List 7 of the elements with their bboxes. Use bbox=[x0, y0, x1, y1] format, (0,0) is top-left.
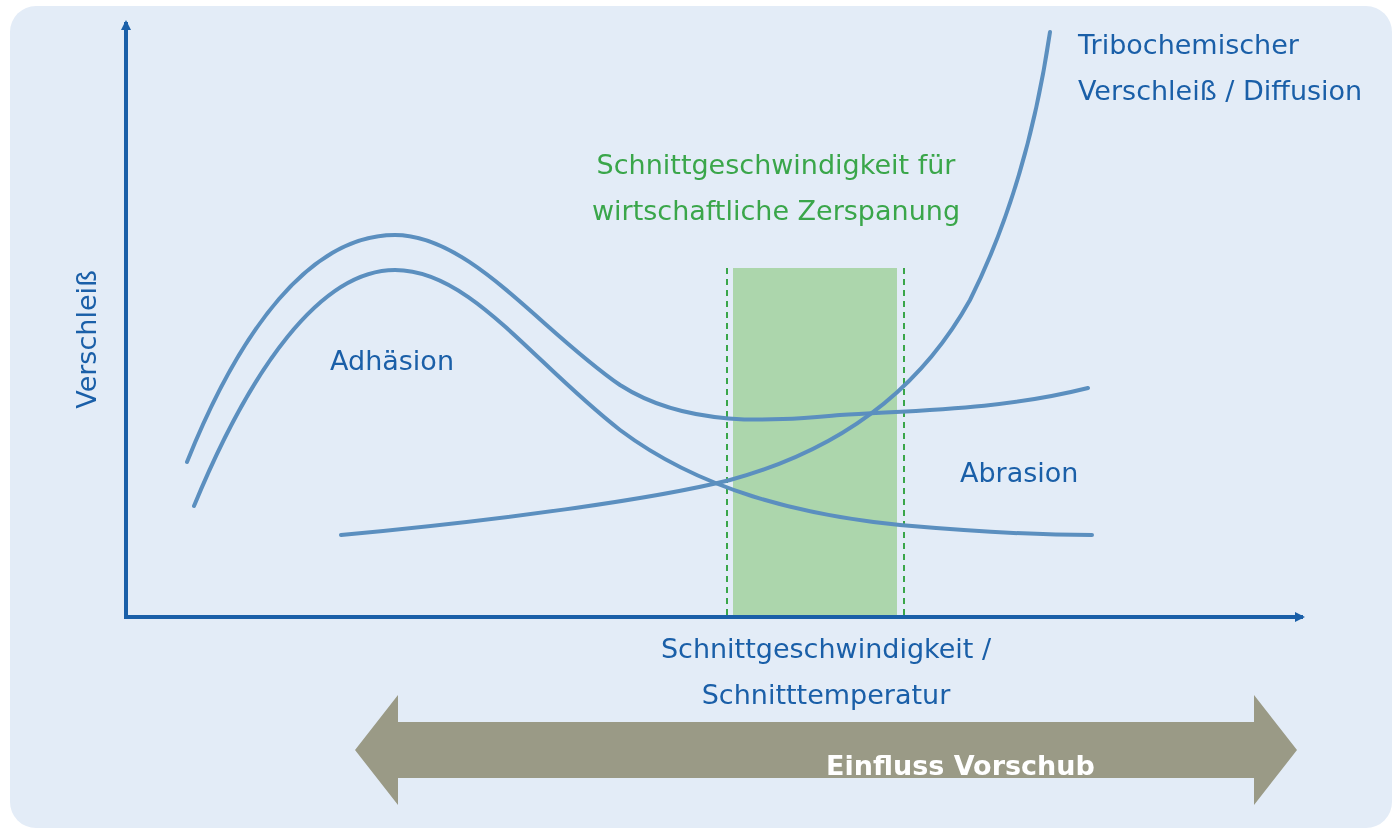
axis-label: Verschleiß bbox=[70, 270, 103, 409]
curve-label: Abrasion bbox=[960, 456, 1080, 490]
axis-label: Schnittgeschwindigkeit / Schnitttemperatur bbox=[659, 632, 993, 712]
curve-label: Tribochemischer Verschleiß / Diffusion bbox=[1078, 28, 1364, 108]
band-text: Einfluss Vorschub bbox=[826, 750, 1095, 781]
band-label: Schnittgeschwindigkeit für wirtschaftliche Zerspanung bbox=[590, 148, 961, 228]
curve-label: Adhäsion bbox=[330, 344, 455, 378]
